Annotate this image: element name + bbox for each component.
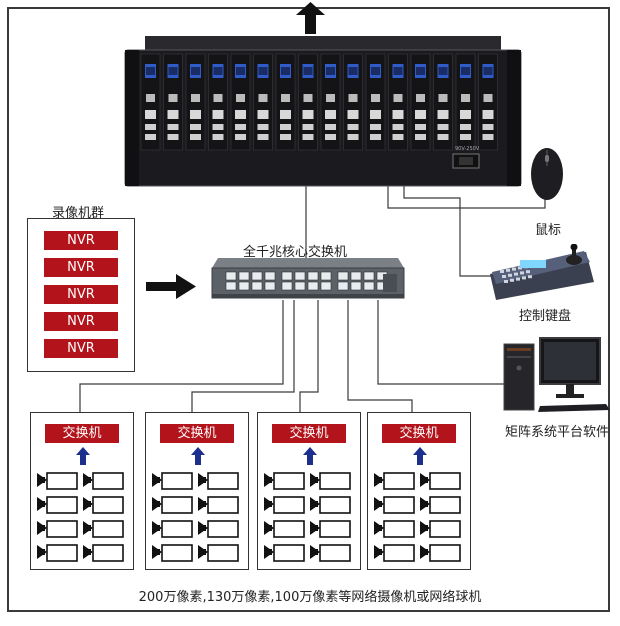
software-label: 矩阵系统平台软件 (505, 425, 610, 440)
camera-icon (374, 520, 415, 538)
camera-group-3: 交换机 (257, 412, 361, 570)
camera-icon (264, 544, 305, 562)
camera-icon (264, 496, 305, 514)
camera-icon (83, 520, 124, 538)
right-arrow-icon (146, 274, 196, 299)
camera-icon (374, 496, 415, 514)
camera-icon (420, 520, 461, 538)
camera-group-4: 交换机 (367, 412, 471, 570)
mouse-label: 鼠标 (535, 223, 562, 238)
blue-up-arrow-icon (76, 447, 90, 465)
mouse-icon (531, 148, 563, 200)
camera-grid (37, 472, 124, 562)
pc-icon (503, 337, 610, 412)
access-switch-label: 交换机 (382, 424, 456, 443)
camera-icon (420, 472, 461, 490)
svg-text:90V-250V: 90V-250V (455, 146, 480, 152)
nvr-box: NVR (44, 339, 118, 358)
nvr-group: NVR NVR NVR NVR NVR (27, 218, 135, 372)
camera-icon (310, 520, 351, 538)
nvr-box: NVR (44, 285, 118, 304)
camera-icon (152, 544, 193, 562)
camera-icon (374, 472, 415, 490)
up-arrow-icon (296, 2, 325, 34)
camera-icon (198, 520, 239, 538)
camera-icon (374, 544, 415, 562)
camera-icon (264, 520, 305, 538)
core-switch-device (211, 258, 405, 299)
nvr-box: NVR (44, 258, 118, 277)
core-switch-label: 全千兆核心交换机 (243, 245, 348, 260)
camera-icon (37, 520, 78, 538)
camera-icon (420, 496, 461, 514)
nvr-box: NVR (44, 312, 118, 331)
camera-icon (37, 472, 78, 490)
nvr-group-label: 录像机群 (52, 206, 105, 221)
blue-up-arrow-icon (191, 447, 205, 465)
camera-grid (264, 472, 351, 562)
access-switch-label: 交换机 (160, 424, 234, 443)
camera-icon (152, 520, 193, 538)
camera-icon (198, 472, 239, 490)
nvr-box: NVR (44, 231, 118, 250)
camera-icon (198, 496, 239, 514)
camera-icon (264, 472, 305, 490)
camera-icon (83, 544, 124, 562)
access-switch-label: 交换机 (45, 424, 119, 443)
camera-grid (374, 472, 461, 562)
camera-icon (198, 544, 239, 562)
camera-grid (152, 472, 239, 562)
camera-icon (152, 472, 193, 490)
matrix-chassis: 90V-250V (124, 36, 522, 187)
camera-icon (152, 496, 193, 514)
access-switch-label: 交换机 (272, 424, 346, 443)
camera-icon (310, 472, 351, 490)
camera-icon (420, 544, 461, 562)
camera-icon (310, 496, 351, 514)
camera-icon (37, 544, 78, 562)
camera-icon (83, 472, 124, 490)
camera-icon (37, 496, 78, 514)
bottom-caption: 200万像素,130万像素,100万像素等网络摄像机或网络球机 (138, 590, 482, 605)
camera-group-1: 交换机 (30, 412, 134, 570)
blue-up-arrow-icon (303, 447, 317, 465)
camera-group-2: 交换机 (145, 412, 249, 570)
control-keyboard-icon (490, 244, 594, 300)
blue-up-arrow-icon (413, 447, 427, 465)
camera-icon (83, 496, 124, 514)
keyboard-label: 控制键盘 (519, 309, 572, 324)
camera-icon (310, 544, 351, 562)
